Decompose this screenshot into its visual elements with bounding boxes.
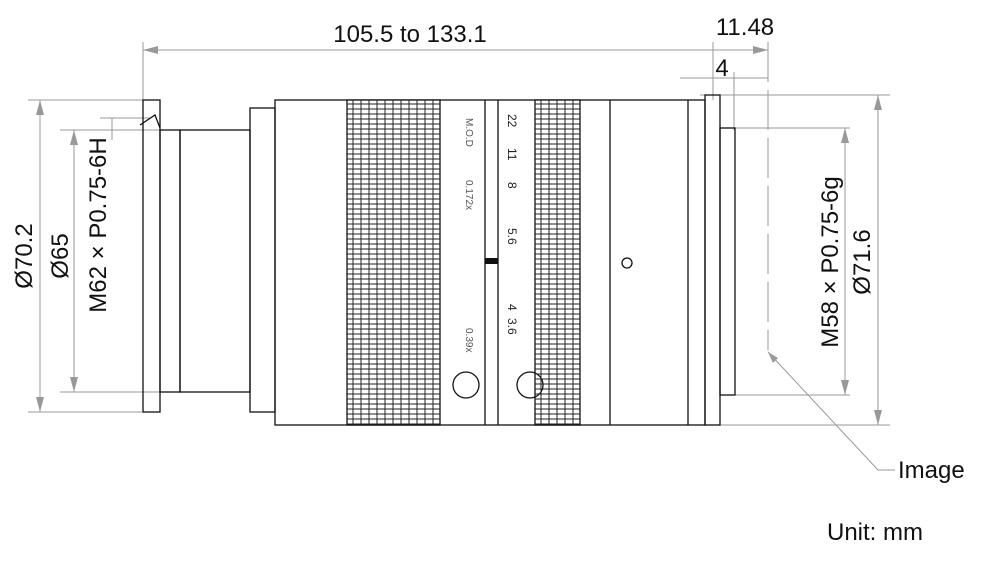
aperture-4: 4 [505, 304, 519, 311]
outer-diameter-left: Ø70.2 [11, 223, 38, 288]
unit-label: Unit: mm [827, 519, 923, 546]
filter-thread: M62 × P0.75-6H [85, 137, 112, 312]
outer-diameter-right: Ø71.6 [849, 229, 876, 294]
focus-mark-039x: 0.39x [463, 328, 474, 352]
aperture-11: 11 [505, 148, 519, 161]
length-dimension: 105.5 to 133.1 [333, 21, 486, 48]
mount-thread: M58 × P0.75-6g [817, 176, 844, 347]
back-focal-dimension: 11.48 [716, 14, 774, 41]
knurl-pattern [347, 100, 580, 425]
flange-depth-dimension: 4 [715, 55, 728, 82]
aperture-scale: 22 11 8 5.6 4 3.6 [505, 114, 519, 335]
iris-lock-knob [516, 371, 544, 399]
aperture-3-6: 3.6 [505, 318, 519, 335]
focus-lock-knob [452, 371, 480, 399]
aperture-5-6: 5.6 [505, 228, 519, 245]
aperture-8: 8 [505, 182, 519, 189]
focus-scale: M.O.D 0.172x 0.39x [463, 118, 474, 352]
inner-diameter-left: Ø65 [47, 233, 74, 278]
image-plane-label: Image [898, 457, 965, 484]
aperture-22: 22 [505, 114, 519, 128]
focus-mark-mod: M.O.D [463, 118, 474, 147]
dimension-lines [28, 42, 895, 471]
focus-mark-0172x: 0.172x [463, 180, 474, 210]
